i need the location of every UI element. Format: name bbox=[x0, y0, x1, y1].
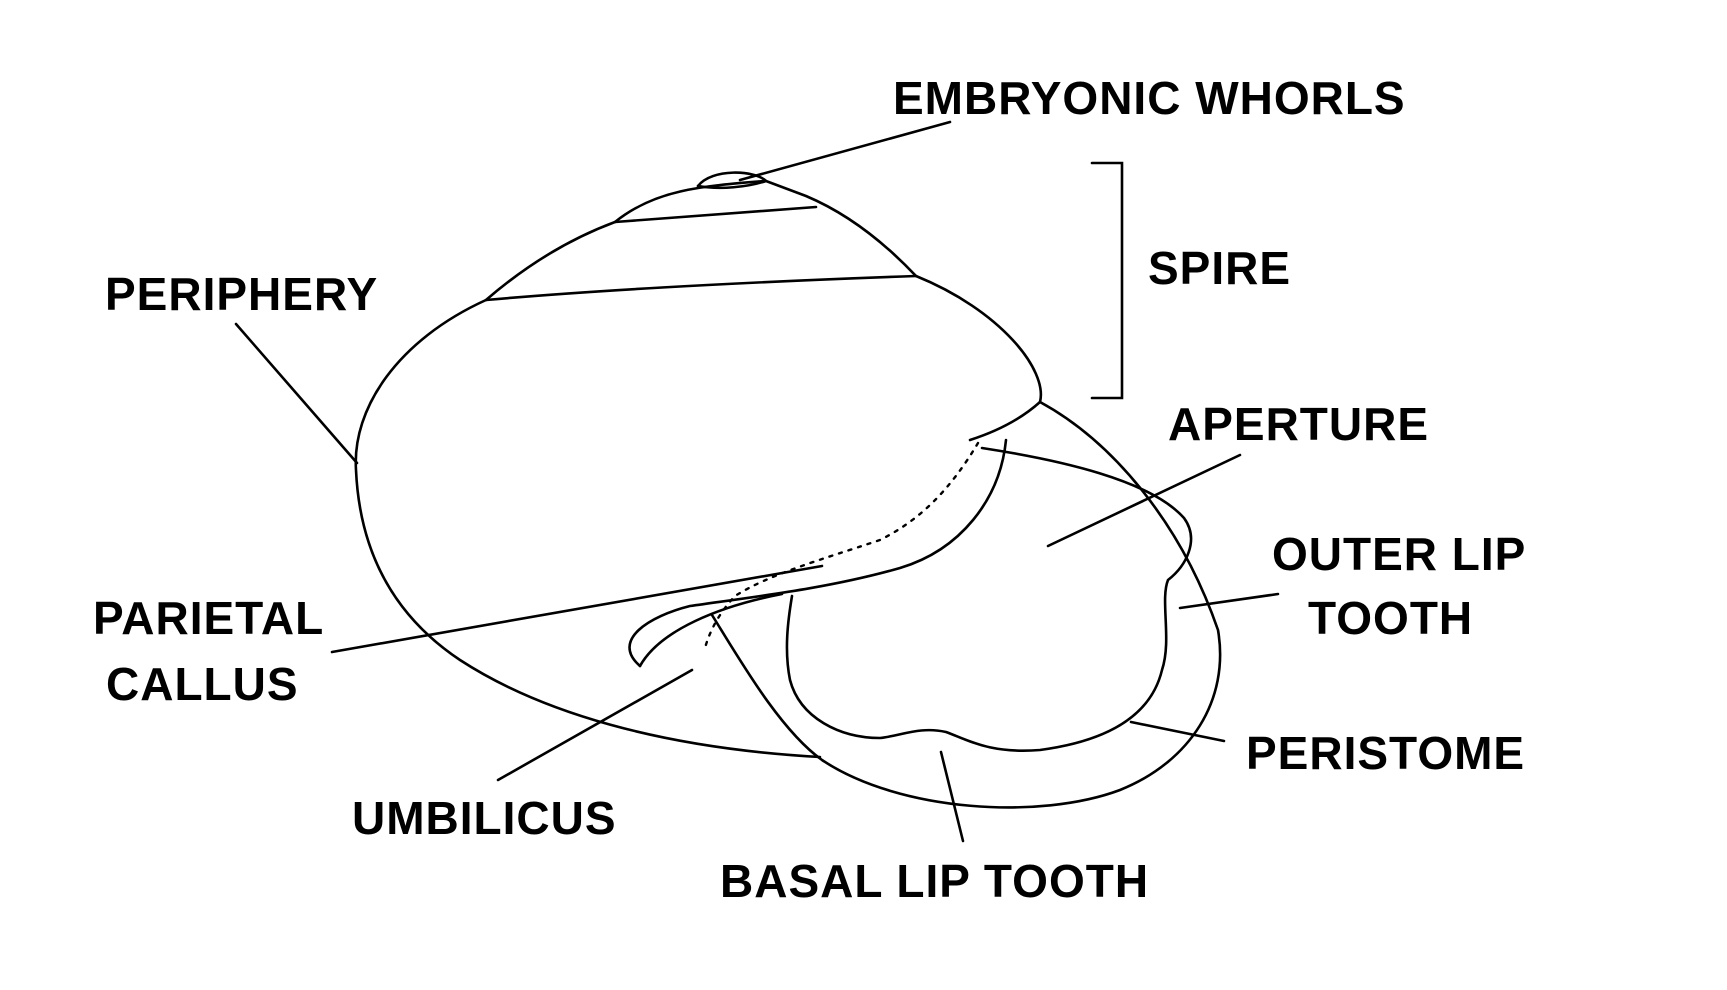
parietal-wall bbox=[628, 400, 1042, 668]
label-parietal-callus-line2: CALLUS bbox=[106, 658, 299, 710]
embryonic-whorl-outline bbox=[696, 171, 768, 188]
leader-embryonic-whorls bbox=[738, 120, 952, 182]
leader-aperture bbox=[1046, 453, 1242, 548]
label-aperture: APERTURE bbox=[1168, 398, 1429, 450]
spire-right-edge bbox=[914, 274, 1043, 404]
leader-peristome bbox=[1129, 720, 1226, 743]
spire-bracket bbox=[1090, 161, 1124, 400]
label-periphery: PERIPHERY bbox=[105, 268, 378, 320]
shell-drawing bbox=[354, 171, 1222, 809]
leader-lines bbox=[234, 120, 1280, 843]
second-whorl-outline bbox=[613, 179, 918, 278]
label-outer-lip-tooth-line1: OUTER LIP bbox=[1272, 528, 1526, 580]
third-whorl-suture bbox=[484, 274, 918, 302]
leader-parietal-callus bbox=[330, 564, 824, 654]
label-parietal-callus-line1: PARIETAL bbox=[93, 592, 324, 644]
body-whorl-outline bbox=[354, 298, 822, 759]
leader-periphery bbox=[234, 322, 359, 465]
leader-basal-lip-tooth bbox=[939, 750, 965, 843]
labels: EMBRYONIC WHORLS SPIRE PERIPHERY APERTUR… bbox=[93, 72, 1526, 907]
label-spire: SPIRE bbox=[1148, 242, 1291, 294]
peristome-inner bbox=[785, 446, 1193, 752]
columella-dotted bbox=[703, 441, 980, 650]
label-outer-lip-tooth-line2: TOOTH bbox=[1308, 592, 1473, 644]
second-whorl-suture bbox=[613, 205, 818, 224]
label-basal-lip-tooth: BASAL LIP TOOTH bbox=[720, 855, 1149, 907]
label-embryonic-whorls: EMBRYONIC WHORLS bbox=[893, 72, 1406, 124]
peristome-outer bbox=[710, 400, 1222, 809]
leader-outer-lip-tooth bbox=[1178, 592, 1280, 610]
third-whorl-outline bbox=[484, 220, 617, 302]
umbilicus-edge bbox=[638, 592, 784, 668]
leader-umbilicus bbox=[496, 668, 694, 782]
label-peristome: PERISTOME bbox=[1246, 727, 1525, 779]
label-umbilicus: UMBILICUS bbox=[352, 792, 617, 844]
